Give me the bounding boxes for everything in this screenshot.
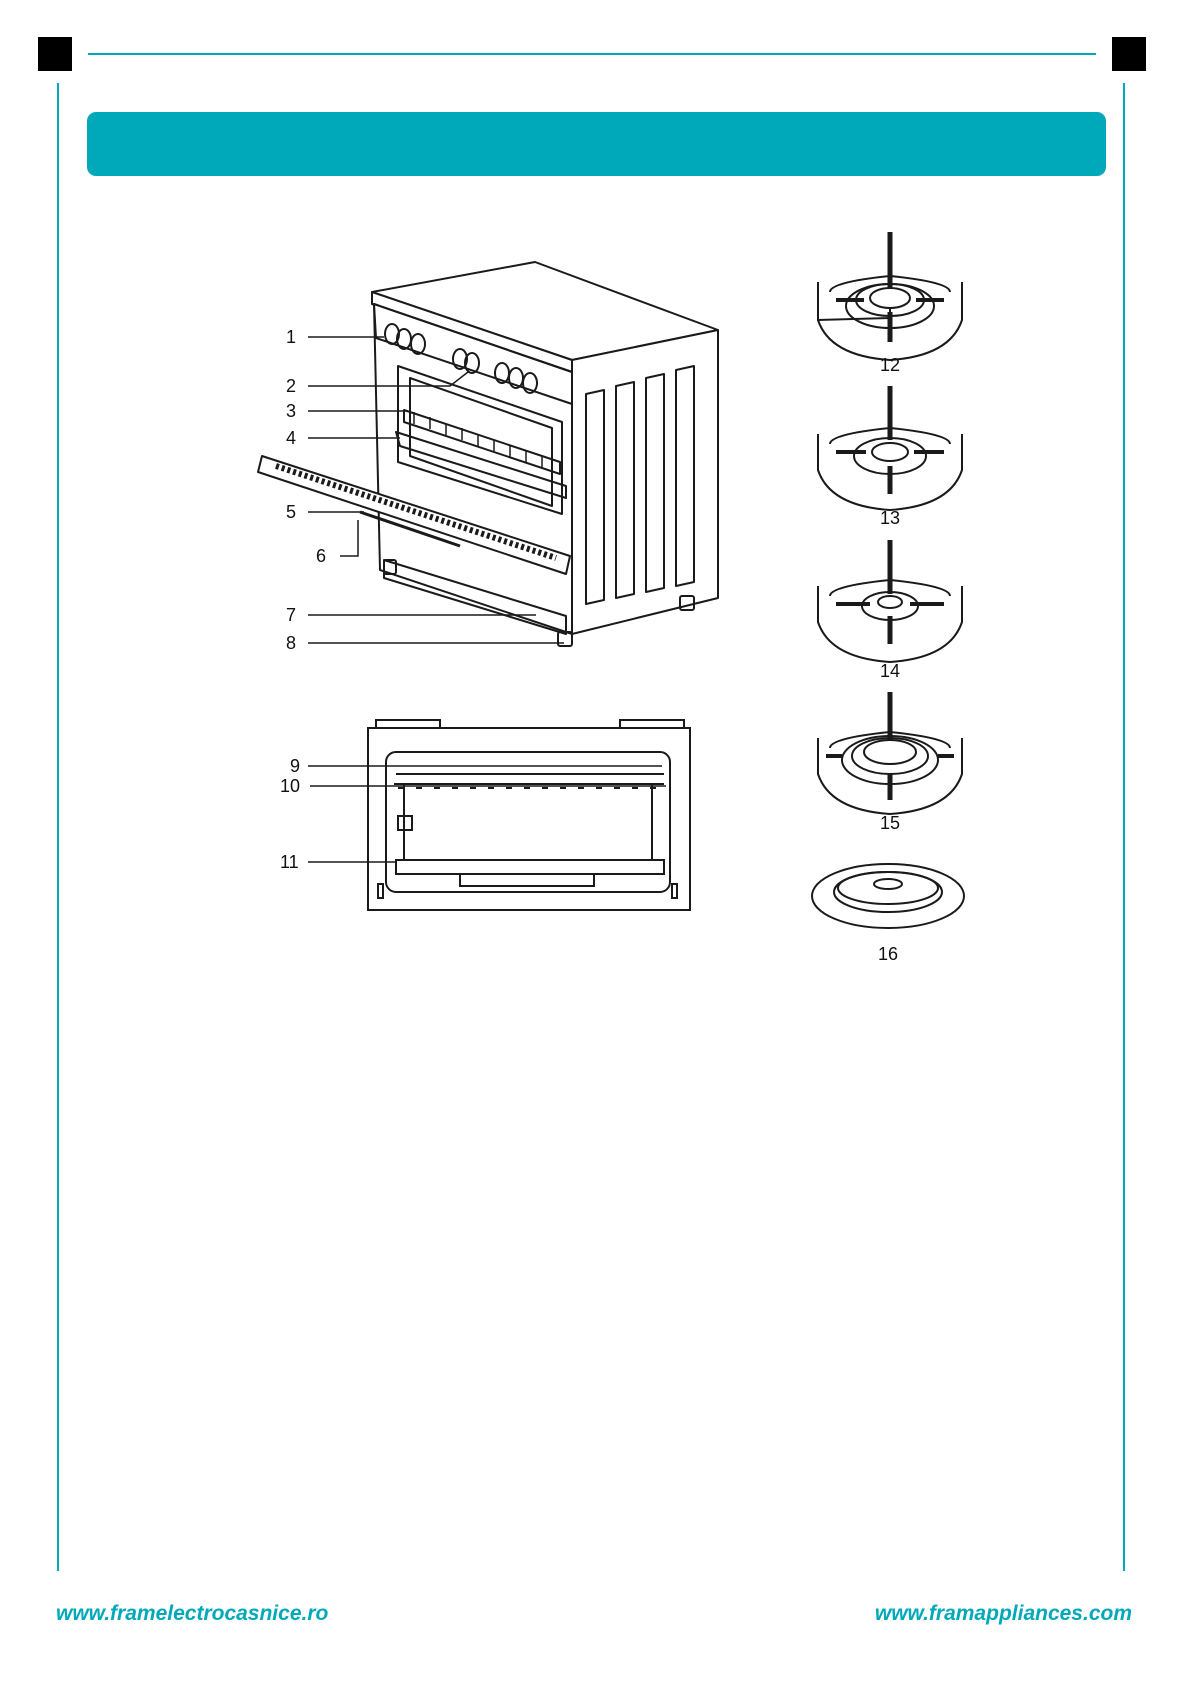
callout-8: 8 — [286, 633, 296, 653]
cavity-callout-labels: 9 10 11 — [280, 756, 300, 872]
burner-12 — [818, 232, 962, 360]
callout-5: 5 — [286, 502, 296, 522]
burner-label-14: 14 — [880, 661, 900, 681]
callout-6: 6 — [316, 546, 326, 566]
oven-cavity-illustration — [368, 720, 690, 910]
callout-9: 9 — [290, 756, 300, 776]
stove-illustration — [258, 262, 718, 646]
callout-10: 10 — [280, 776, 300, 796]
burner-label-12: 12 — [880, 355, 900, 375]
burner-16 — [812, 864, 964, 928]
callout-3: 3 — [286, 401, 296, 421]
burner-label-16: 16 — [878, 944, 898, 964]
callout-11: 11 — [280, 852, 299, 872]
callout-7: 7 — [286, 605, 296, 625]
footer-url-left[interactable]: www.framelectrocasnice.ro — [56, 1602, 328, 1626]
product-parts-diagram: 1 2 3 4 5 6 7 8 9 10 11 12 13 — [0, 0, 1192, 1000]
burner-label-13: 13 — [880, 508, 900, 528]
burner-14 — [818, 540, 962, 662]
callout-1: 1 — [286, 327, 296, 347]
footer-url-right[interactable]: www.framappliances.com — [875, 1602, 1132, 1626]
callout-2: 2 — [286, 376, 296, 396]
callout-4: 4 — [286, 428, 296, 448]
burner-label-15: 15 — [880, 813, 900, 833]
burner-13 — [818, 386, 962, 510]
burner-15 — [818, 692, 962, 814]
